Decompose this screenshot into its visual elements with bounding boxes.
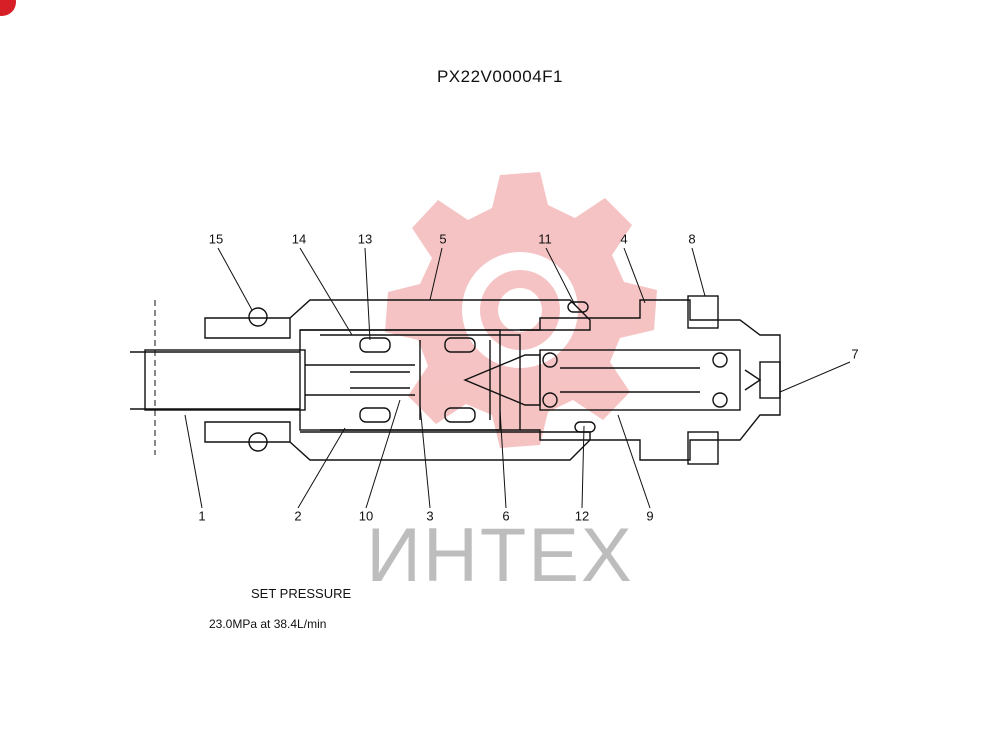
callout-13: 13	[357, 231, 373, 247]
callout-15: 15	[208, 231, 224, 247]
callout-14: 14	[291, 231, 307, 247]
set-pressure-heading: SET PRESSURE	[251, 586, 352, 601]
callout-9: 9	[646, 508, 654, 524]
callout-2: 2	[294, 508, 302, 524]
valve-outline	[130, 295, 781, 465]
callout-10: 10	[358, 508, 374, 524]
callout-6: 6	[502, 508, 510, 524]
drawing-title: PX22V00004F1	[436, 67, 564, 86]
callout-12: 12	[574, 508, 590, 524]
callout-3: 3	[426, 508, 434, 524]
watermark-gear-icon	[385, 172, 657, 448]
callout-1: 1	[198, 508, 206, 524]
callout-11: 11	[538, 231, 552, 247]
leader-lines	[184, 247, 851, 509]
watermark-text: ИНТЕХ	[366, 513, 634, 598]
callout-4: 4	[620, 231, 628, 247]
set-pressure-value: 23.0MPa at 38.4L/min	[209, 617, 327, 631]
callout-5: 5	[439, 231, 447, 247]
callout-7: 7	[851, 346, 859, 362]
callout-8: 8	[688, 231, 696, 247]
